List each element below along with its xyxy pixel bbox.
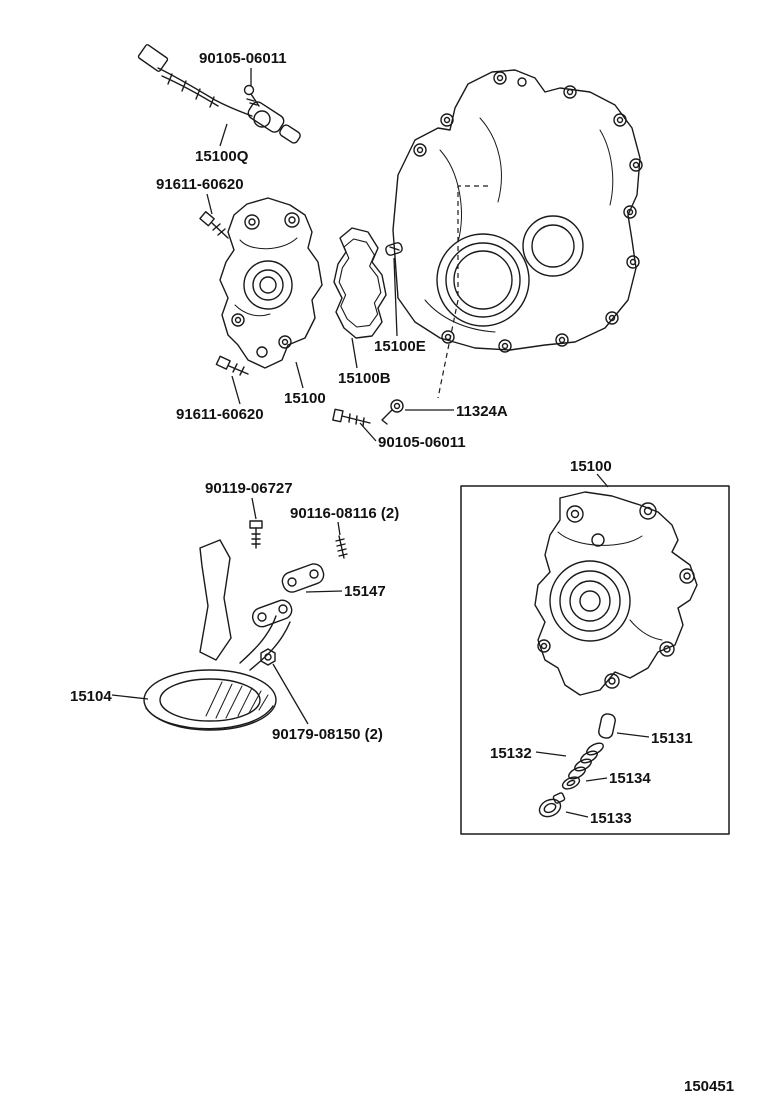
- dashed-locator-lines: [437, 185, 488, 399]
- part-label-15131: 15131: [651, 730, 693, 747]
- gasket-15147-drawing: [251, 563, 325, 628]
- bolt-90105-top-drawing: [243, 84, 260, 107]
- part-label-90116-08116: 90116-08116 (2): [290, 505, 400, 522]
- part-label-15100e: 15100E: [374, 338, 426, 355]
- nut-90179-drawing: [260, 648, 276, 666]
- bolt-91611-lower-drawing: [215, 355, 249, 376]
- part-label-15100-box: 15100: [570, 458, 612, 475]
- oil-strainer-drawing: [143, 539, 291, 731]
- bolt-90119-drawing: [249, 520, 263, 549]
- relief-valve-parts-drawing: [538, 713, 616, 818]
- part-label-15147: 15147: [344, 583, 386, 600]
- part-label-11324a: 11324A: [456, 403, 508, 420]
- part-label-91611-60620-upper: 91611-60620: [156, 176, 244, 193]
- stud-90116-drawing: [335, 535, 348, 559]
- part-label-15134: 15134: [609, 770, 651, 787]
- gasket-15100b-drawing: [333, 227, 387, 339]
- part-label-90119-06727: 90119-06727: [205, 480, 293, 497]
- part-label-91611-60620-lower: 91611-60620: [176, 406, 264, 423]
- oil-pump-front-drawing: [219, 197, 323, 369]
- part-label-15100b: 15100B: [338, 370, 391, 387]
- sensor-15100q-drawing: [137, 44, 301, 144]
- part-label-15104: 15104: [70, 688, 112, 705]
- bolt-90105-mid-drawing: [332, 408, 371, 427]
- bolt-91611-upper-drawing: [199, 211, 229, 239]
- part-label-15132: 15132: [490, 745, 532, 762]
- oil-pump-detail-drawing: [534, 491, 698, 696]
- part-label-90179-08150: 90179-08150 (2): [272, 726, 383, 743]
- figure-number: 150451: [684, 1078, 735, 1095]
- part-label-15133: 15133: [590, 810, 632, 827]
- timing-cover-drawing: [392, 69, 643, 353]
- part-label-90105-06011-top: 90105-06011: [199, 50, 287, 67]
- part-label-15100: 15100: [284, 390, 326, 407]
- clamp-11324a-drawing: [381, 399, 404, 425]
- part-label-90105-06011-mid: 90105-06011: [378, 434, 466, 451]
- pump-detail-box: [460, 485, 730, 835]
- part-label-15100q: 15100Q: [195, 148, 249, 165]
- leader-lines: [111, 68, 650, 818]
